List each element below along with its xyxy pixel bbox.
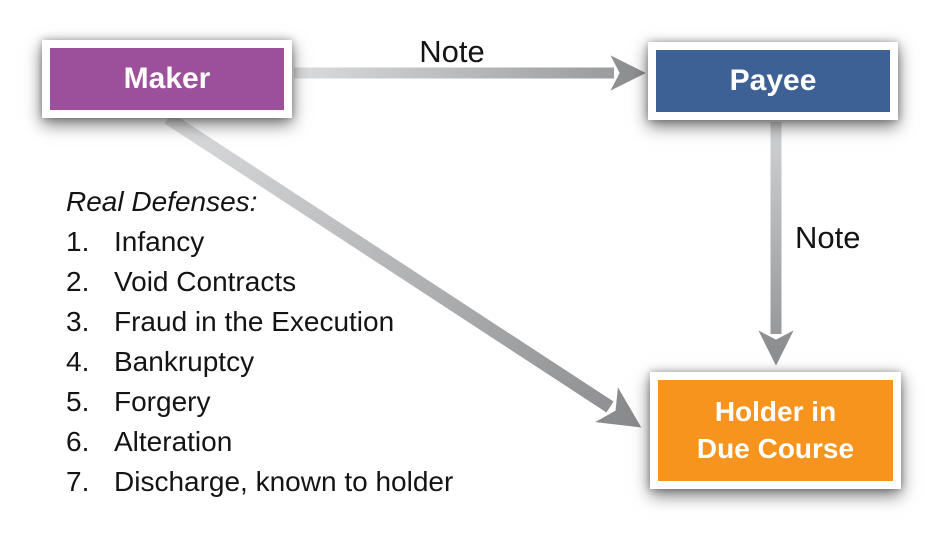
edge-label-note-maker-payee: Note [419, 34, 485, 69]
defense-text: Fraud in the Execution [114, 306, 395, 337]
defense-item-bankruptcy: 4. Bankruptcy [66, 342, 453, 382]
defense-text: Alteration [114, 426, 233, 457]
defense-text: Infancy [114, 226, 205, 257]
defense-num: 4. [66, 346, 90, 377]
defense-item-void-contracts: 2. Void Contracts [66, 262, 453, 302]
real-defenses-title: Real Defenses: [66, 186, 258, 217]
defense-item-alteration: 6. Alteration [66, 422, 453, 462]
defense-num: 3. [66, 306, 90, 337]
node-maker: Maker [42, 40, 292, 118]
node-maker-label: Maker [50, 48, 284, 110]
defense-num: 7. [66, 466, 90, 497]
node-holder-label-line1: Holder in [714, 396, 837, 428]
node-holder-label-line2: Due Course [696, 432, 855, 464]
defense-item-forgery: 5. Forgery [66, 382, 453, 422]
defense-text: Forgery [114, 386, 211, 417]
defense-num: 5. [66, 386, 90, 417]
node-payee-label: Payee [656, 50, 890, 112]
defense-text: Void Contracts [114, 266, 297, 297]
edge-label-note-payee-holder: Note [795, 220, 861, 255]
node-holder-label: Holder in Due Course [658, 380, 893, 481]
defense-num: 1. [66, 226, 90, 257]
node-holder-in-due-course: Holder in Due Course [650, 372, 901, 489]
defense-item-fraud-in-the-execution: 3. Fraud in the Execution [66, 302, 453, 342]
defense-num: 2. [66, 266, 90, 297]
arrow-maker-to-holder [164, 112, 642, 428]
node-payee: Payee [648, 42, 898, 120]
defense-item-infancy: 1. Infancy [66, 222, 453, 262]
defense-text: Discharge, known to holder [114, 466, 454, 497]
defense-num: 6. [66, 426, 90, 457]
defense-text: Bankruptcy [114, 346, 255, 377]
real-defenses-list: Real Defenses: 1. Infancy 2. Void Contract… [66, 182, 453, 502]
defense-item-discharge: 7. Discharge, known to holder [66, 462, 453, 502]
